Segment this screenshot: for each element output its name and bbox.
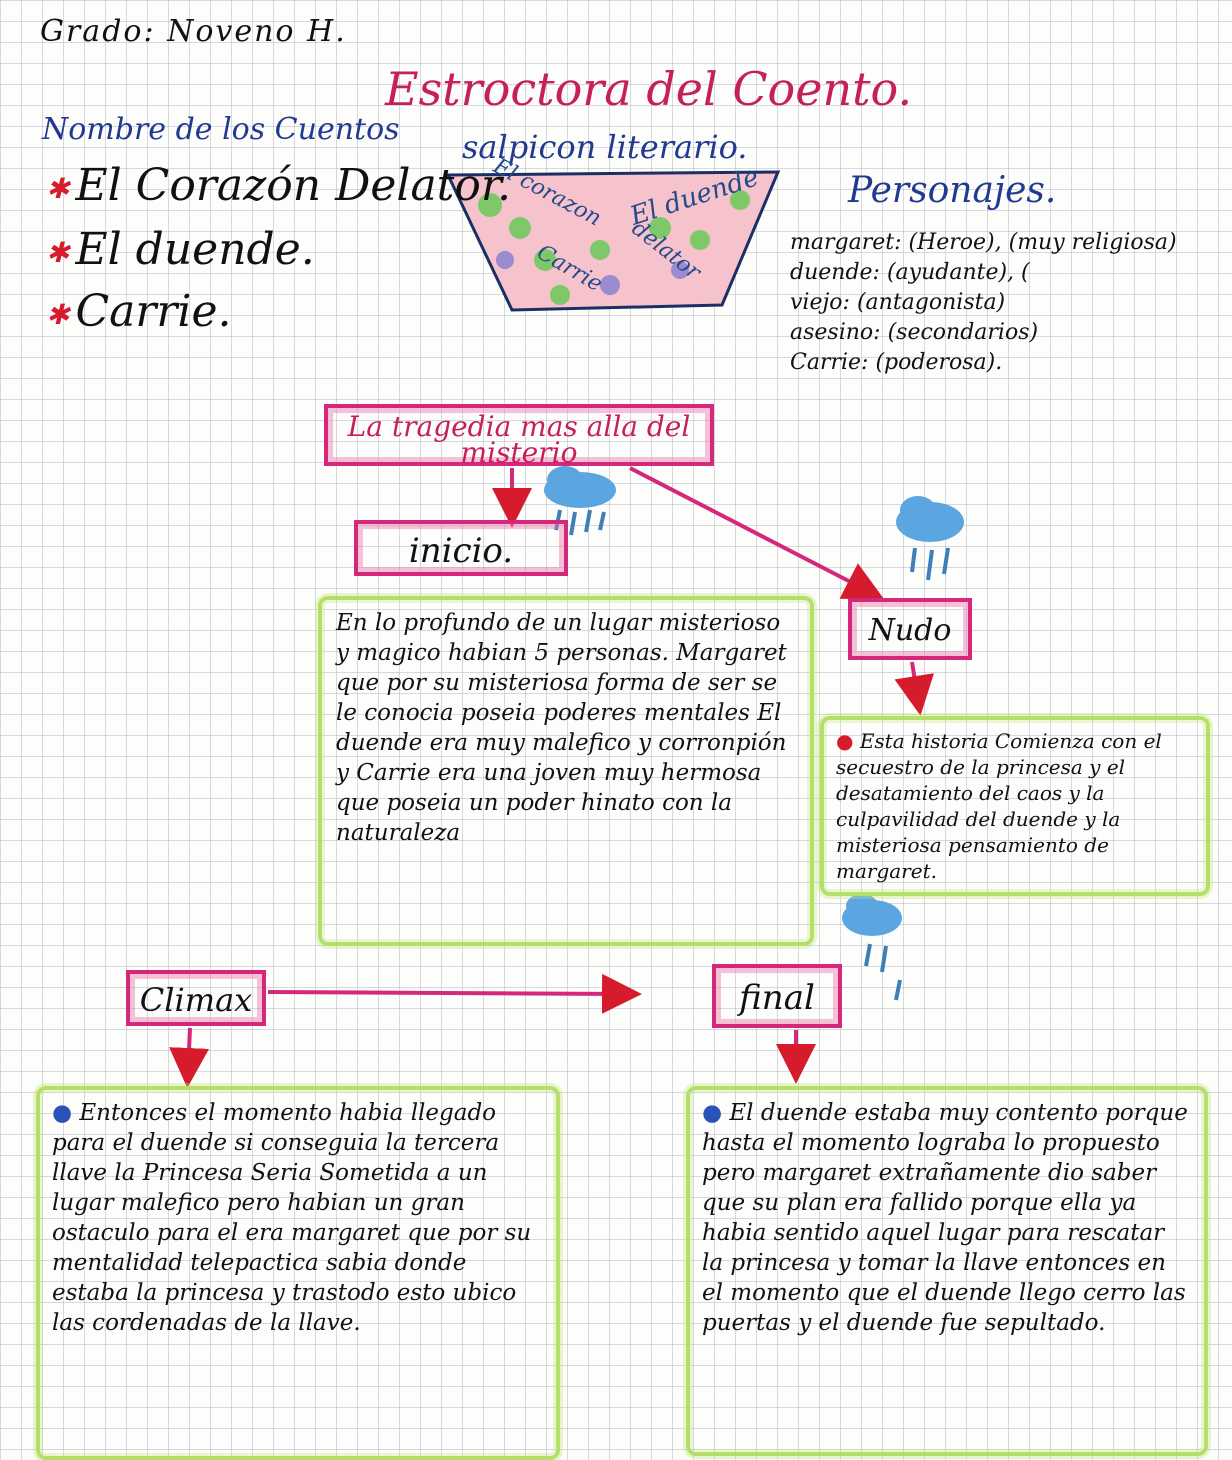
climax-text-box: ● Entonces el momento habia llegado para… [36,1086,560,1460]
climax-text: Entonces el momento habia llegado para e… [52,1100,532,1336]
bullet-star-icon: ✱ [46,298,70,331]
nudo-text-box: ● Esta historia Comienza con el secuestr… [820,716,1210,896]
stories-heading: Nombre de los Cuentos [42,112,400,147]
bullet-dot-icon: ● [836,729,854,753]
salpicon-bowl-icon [445,170,781,312]
inicio-text-box: En lo profundo de un lugar misterioso y … [318,596,814,946]
nudo-text: Esta historia Comienza con el secuestro … [836,729,1162,883]
final-label-box: final [712,964,842,1028]
bullet-dot-icon: ● [52,1100,73,1126]
character-item: viejo: (antagonista) [790,290,1006,315]
central-theme-box: La tragedia mas alla del misterio [324,404,714,467]
nudo-label-box: Nudo [848,598,972,660]
cloud-rain-icon [842,894,902,1001]
character-item: Carrie: (poderosa). [790,350,1003,375]
character-item: margaret: (Heroe), (muy religiosa) [790,230,1177,255]
characters-list: margaret: (Heroe), (muy religiosa) duend… [790,228,1230,378]
final-text: El duende estaba muy contento porque has… [702,1100,1188,1336]
arrow-icon [169,466,935,1088]
final-text-box: ● El duende estaba muy contento porque h… [686,1086,1208,1456]
inicio-text: En lo profundo de un lugar misterioso y … [336,610,787,846]
grade-label: Grado: Noveno H. [40,14,347,49]
page-title: Estroctora del Coento. [385,62,913,116]
characters-heading: Personajes. [848,170,1057,211]
bullet-star-icon: ✱ [46,172,70,205]
bullet-star-icon: ✱ [46,236,70,269]
inicio-label-box: inicio. [354,520,568,576]
climax-label-box: Climax [126,970,266,1026]
salpicon-label: salpicon literario. [462,128,748,166]
cloud-rain-icon [896,496,964,581]
bullet-dot-icon: ● [702,1100,723,1126]
character-item: duende: (ayudante), ( [790,260,1030,285]
story-item: ✱El Corazón Delator. [46,160,512,211]
cloud-rain-icon [544,466,616,536]
story-item: ✱El duende. [46,224,315,275]
story-item: ✱Carrie. [46,286,232,337]
character-item: asesino: (secondarios) [790,320,1039,345]
